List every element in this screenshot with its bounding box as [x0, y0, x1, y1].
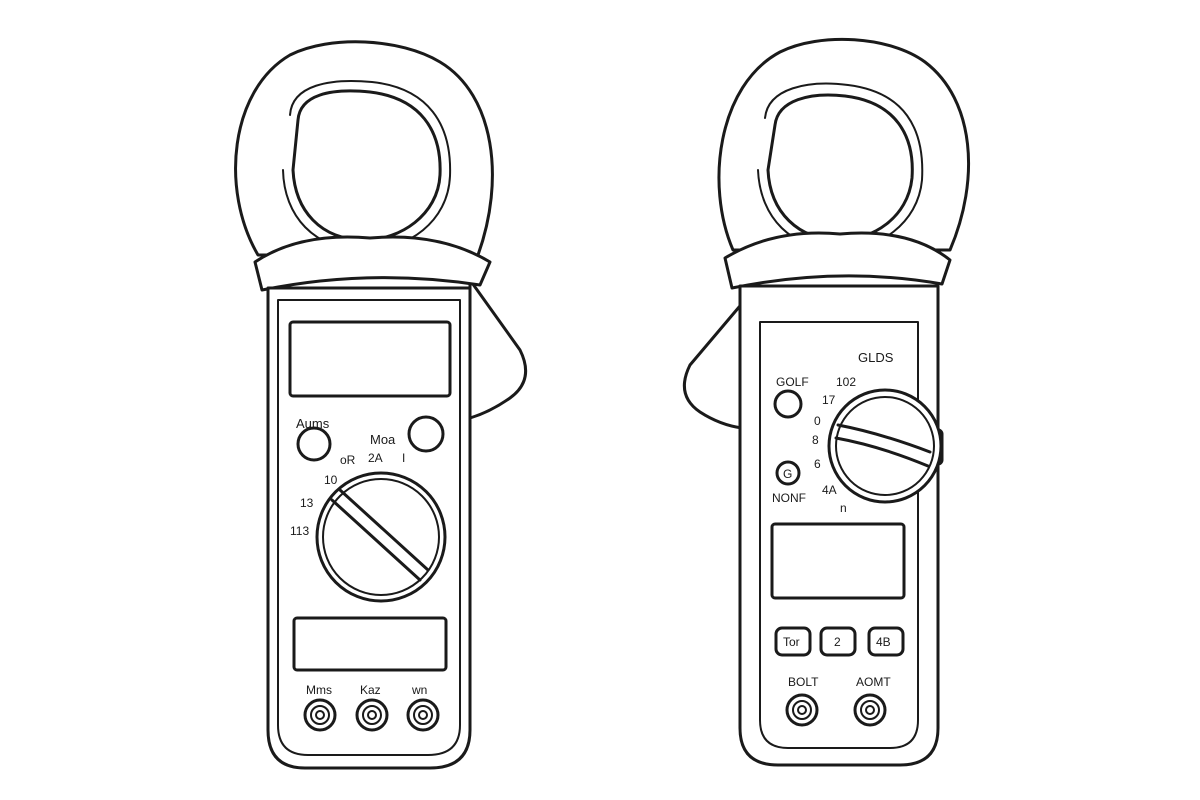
left-dial-label-2a: 2A: [368, 451, 383, 465]
right-jack-2[interactable]: [853, 693, 887, 727]
right-jack-label-2: AOMT: [856, 675, 891, 689]
right-button-top[interactable]: [773, 389, 803, 419]
right-dial-label-102: 102: [836, 375, 856, 389]
right-hold-button-label: G: [783, 467, 792, 481]
right-label-nonf: NONF: [772, 491, 806, 505]
left-rotary-dial-rim: [322, 478, 440, 596]
right-label-golf: GOLF: [776, 375, 809, 389]
right-dial-label-bottom: n: [840, 501, 847, 515]
left-jack-label-3: wn: [411, 683, 427, 697]
left-dial-label-13: 13: [300, 496, 314, 510]
right-clamp-meter: GLDS GOLF 102 17 0 8 6 4A n NONF G Tor 2…: [682, 37, 971, 767]
left-button-left[interactable]: [296, 426, 332, 462]
left-body-inset: [277, 299, 461, 756]
left-bottom-display: [292, 616, 448, 672]
right-button-3-label: 4B: [876, 635, 891, 649]
right-button-2-label: 2: [834, 635, 841, 649]
left-jaw-opening: [291, 89, 442, 242]
left-clamp-trigger[interactable]: [468, 278, 528, 420]
left-dial-label-113: 113: [290, 524, 309, 538]
right-dial-label-8: 8: [812, 433, 819, 447]
right-dial-label-4a: 4A: [822, 483, 837, 497]
left-jack-1[interactable]: [303, 698, 337, 732]
left-dial-label-1: I: [402, 451, 405, 465]
right-button-3[interactable]: [867, 626, 905, 657]
right-body-inset: [759, 321, 919, 749]
left-button-right[interactable]: [407, 415, 445, 453]
right-display: [770, 522, 906, 600]
right-button-2[interactable]: [819, 626, 857, 657]
left-collar: [253, 235, 492, 292]
left-label-moa: Moa: [370, 432, 396, 447]
right-jack-label-1: BOLT: [788, 675, 819, 689]
left-rotary-dial[interactable]: [315, 471, 447, 603]
right-collar: [723, 231, 952, 290]
right-button-1[interactable]: [774, 626, 812, 657]
right-hold-button[interactable]: [775, 460, 801, 486]
right-dial-label-0: 0: [814, 414, 821, 428]
right-dial-label-6: 6: [814, 457, 821, 471]
left-jack-label-1: Mms: [306, 683, 332, 697]
right-button-1-label: Tor: [783, 635, 800, 649]
left-jack-label-2: Kaz: [360, 683, 381, 697]
left-jack-3[interactable]: [406, 698, 440, 732]
right-rotary-dial-rim: [835, 396, 935, 496]
right-dial-label-17: 17: [822, 393, 836, 407]
right-dial-pointer-a: [836, 423, 932, 454]
left-dial-label-or: oR: [340, 453, 356, 467]
left-top-display: [288, 320, 452, 398]
right-dial-pointer-b: [834, 436, 930, 468]
left-dial-pointer-a: [330, 498, 422, 582]
right-clamp-trigger[interactable]: [682, 298, 747, 430]
right-jaw-opening: [766, 93, 914, 242]
left-jack-2[interactable]: [355, 698, 389, 732]
left-dial-label-10: 10: [324, 473, 338, 487]
right-label-glds: GLDS: [858, 350, 894, 365]
right-rotary-dial[interactable]: [827, 388, 943, 504]
left-clamp-meter: Aums Moa oR 2A I 10 13 113 Mms Kaz wn: [234, 40, 528, 770]
right-jack-1[interactable]: [785, 693, 819, 727]
left-label-aums: Aums: [296, 416, 330, 431]
left-dial-pointer-b: [338, 488, 430, 572]
